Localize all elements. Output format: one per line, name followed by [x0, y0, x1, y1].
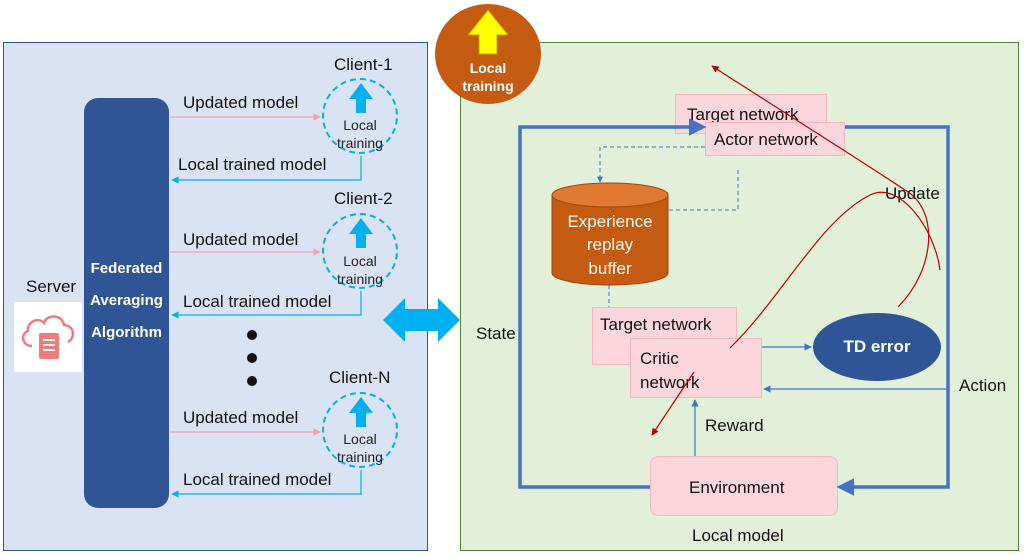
fed-line-2: Averaging: [90, 292, 163, 309]
actor-network-box: [705, 122, 845, 156]
badge-line-2: training: [462, 78, 514, 95]
state-loop: [518, 118, 707, 489]
critic-network-box: [630, 338, 762, 398]
client-1-circle: [322, 78, 398, 154]
up-arrow-icon: [349, 83, 373, 427]
cloud-document-icon: [14, 302, 82, 372]
trained-arrow-1: [171, 156, 362, 184]
client-1-name: Client-1: [334, 55, 393, 74]
client-2-circle-line-1: Local: [343, 253, 377, 269]
client-1-circle-line-1: Local: [343, 117, 377, 133]
federated-averaging-block: [84, 98, 169, 508]
client-2-name: Client-2: [334, 189, 393, 208]
target-network-actor-label: Target network: [687, 105, 799, 124]
fed-line-1: Federated: [90, 260, 163, 277]
client-n-updated-model: Updated model: [183, 408, 299, 427]
action-label: Action: [959, 376, 1007, 395]
td-error-label: TD error: [843, 337, 911, 356]
target-network-critic-label: Target network: [600, 315, 712, 334]
td-error-node: [813, 313, 941, 381]
environment-box: [650, 456, 838, 516]
critic-update-arrow: [651, 371, 695, 436]
td-feedback-curve: [729, 191, 941, 349]
local-training-badge-label: Local training: [435, 59, 541, 95]
buffer-line-2: replay: [586, 235, 634, 255]
action-loop: [836, 125, 950, 496]
client-1-updated-model: Updated model: [183, 93, 299, 112]
client-2-circle: [322, 213, 398, 289]
trained-arrow-n: [171, 470, 362, 498]
client-n-local-trained-model: Local trained model: [183, 470, 332, 489]
client-n-name: Client-N: [329, 368, 391, 387]
local-model-label: Local model: [692, 526, 784, 545]
ellipsis-dot: [247, 353, 257, 363]
critic-line-1: Critic: [640, 349, 679, 368]
environment-label: Environment: [689, 478, 785, 497]
ellipsis-dot: [247, 330, 257, 340]
client-n-circle-line-1: Local: [343, 431, 377, 447]
actor-network-label: Actor network: [714, 130, 818, 149]
state-label: State: [476, 324, 516, 343]
client-2-updated-model: Updated model: [183, 230, 299, 249]
experience-replay-buffer-cylinder: [551, 182, 669, 286]
buffer-dashed-link: [668, 170, 739, 211]
buffer-line-1: Experience: [567, 212, 653, 231]
client-2-local-trained-model: Local trained model: [183, 292, 332, 311]
server-label: Server: [26, 277, 77, 296]
fed-line-3: Algorithm: [91, 324, 162, 341]
client-n-circle: [322, 392, 398, 468]
client-n-circle-line-2: training: [337, 449, 383, 465]
up-arrow-icon: [466, 9, 510, 55]
trained-arrow-2: [171, 291, 362, 319]
ellipsis-dot: [247, 376, 257, 386]
reward-label: Reward: [705, 416, 764, 435]
update-to-actor-curve: [711, 65, 930, 308]
client-1-circle-line-2: training: [337, 135, 383, 151]
badge-line-1: Local: [469, 60, 507, 76]
actor-to-buffer-dashed: [597, 146, 705, 183]
client-1-local-trained-model: Local trained model: [178, 155, 327, 174]
buffer-line-3: buffer: [588, 258, 632, 278]
experience-replay-buffer-label: Experience replay buffer: [552, 210, 668, 280]
double-arrow-icon: [383, 298, 460, 342]
client-2-circle-line-2: training: [337, 271, 383, 287]
